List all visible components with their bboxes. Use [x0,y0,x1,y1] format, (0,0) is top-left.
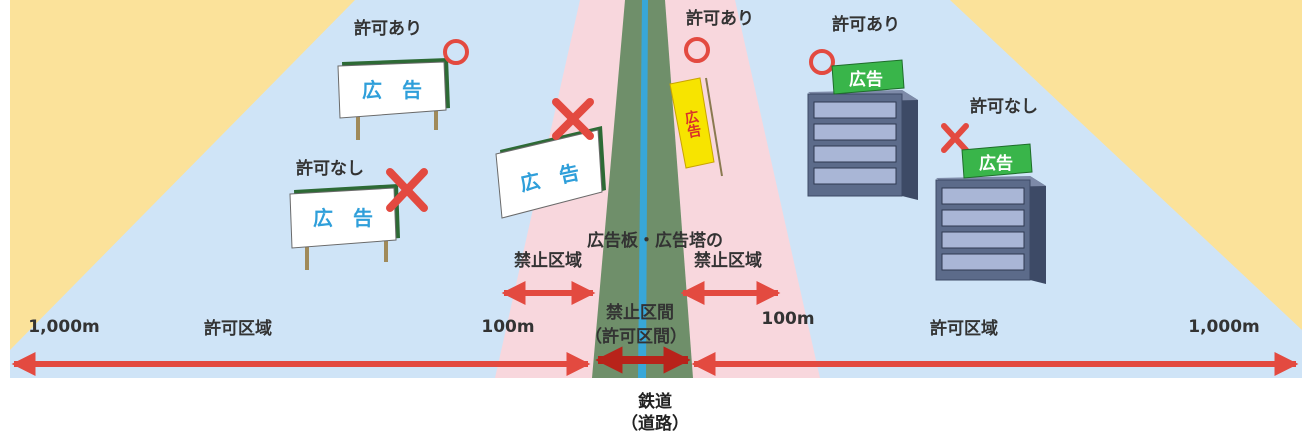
label-100m-left: 100m [481,317,534,337]
billboard-left-upper: 広 告 [337,58,450,140]
billboard-left-lower-text: 広 告 [313,206,373,230]
permitted-circle-building [809,49,835,75]
label-not-permitted-building: 許可なし [970,96,1038,117]
label-permitted-left: 許可あり [354,18,422,39]
label-permitted-banner: 許可あり [686,8,754,29]
billboard-left-lower: 広 告 [289,184,400,270]
not-permitted-x-left [386,168,428,212]
permitted-circle-banner [684,37,710,63]
label-permit-zone-right: 許可区域 [930,318,998,339]
label-permit-section: （許可区間） [585,326,687,347]
label-prohibited-zone-left: 禁止区域 [514,250,582,271]
building-lower: 広告 [935,143,1046,284]
label-permit-zone-left: 許可区域 [204,318,272,339]
vertical-banner-text: 広告 [682,108,703,140]
permitted-circle-left [443,39,469,65]
vertical-banner: 広告 [669,77,723,177]
building-lower-sign-text: 広告 [979,153,1013,174]
label-1000m-left: 1,000m [28,317,100,337]
caption-road: （道路） [621,414,689,434]
label-prohibited-zone-right: 禁止区域 [694,250,762,271]
railway-centerline [638,0,648,378]
label-1000m-right: 1,000m [1188,317,1260,337]
label-prohibited-section: 禁止区間 [606,302,674,323]
billboard-center-left: 広 告 [495,126,606,219]
not-permitted-x-center [552,98,594,140]
caption-railway: 鉄道 [638,392,672,412]
label-100m-right: 100m [761,309,814,329]
not-permitted-x-building [941,123,969,153]
label-prohibited-title: 広告板・広告塔の [587,230,723,251]
label-permitted-building: 許可あり [832,14,900,35]
building-upper: 広告 [807,59,918,200]
label-not-permitted-left: 許可なし [296,158,364,179]
building-upper-sign-text: 広告 [849,69,883,90]
zone-diagram-svg: 広 告 許可あり 広 告 許可なし 広 告 許可あり 広告 許可あり [10,0,1302,378]
billboard-left-upper-text: 広 告 [362,78,422,102]
